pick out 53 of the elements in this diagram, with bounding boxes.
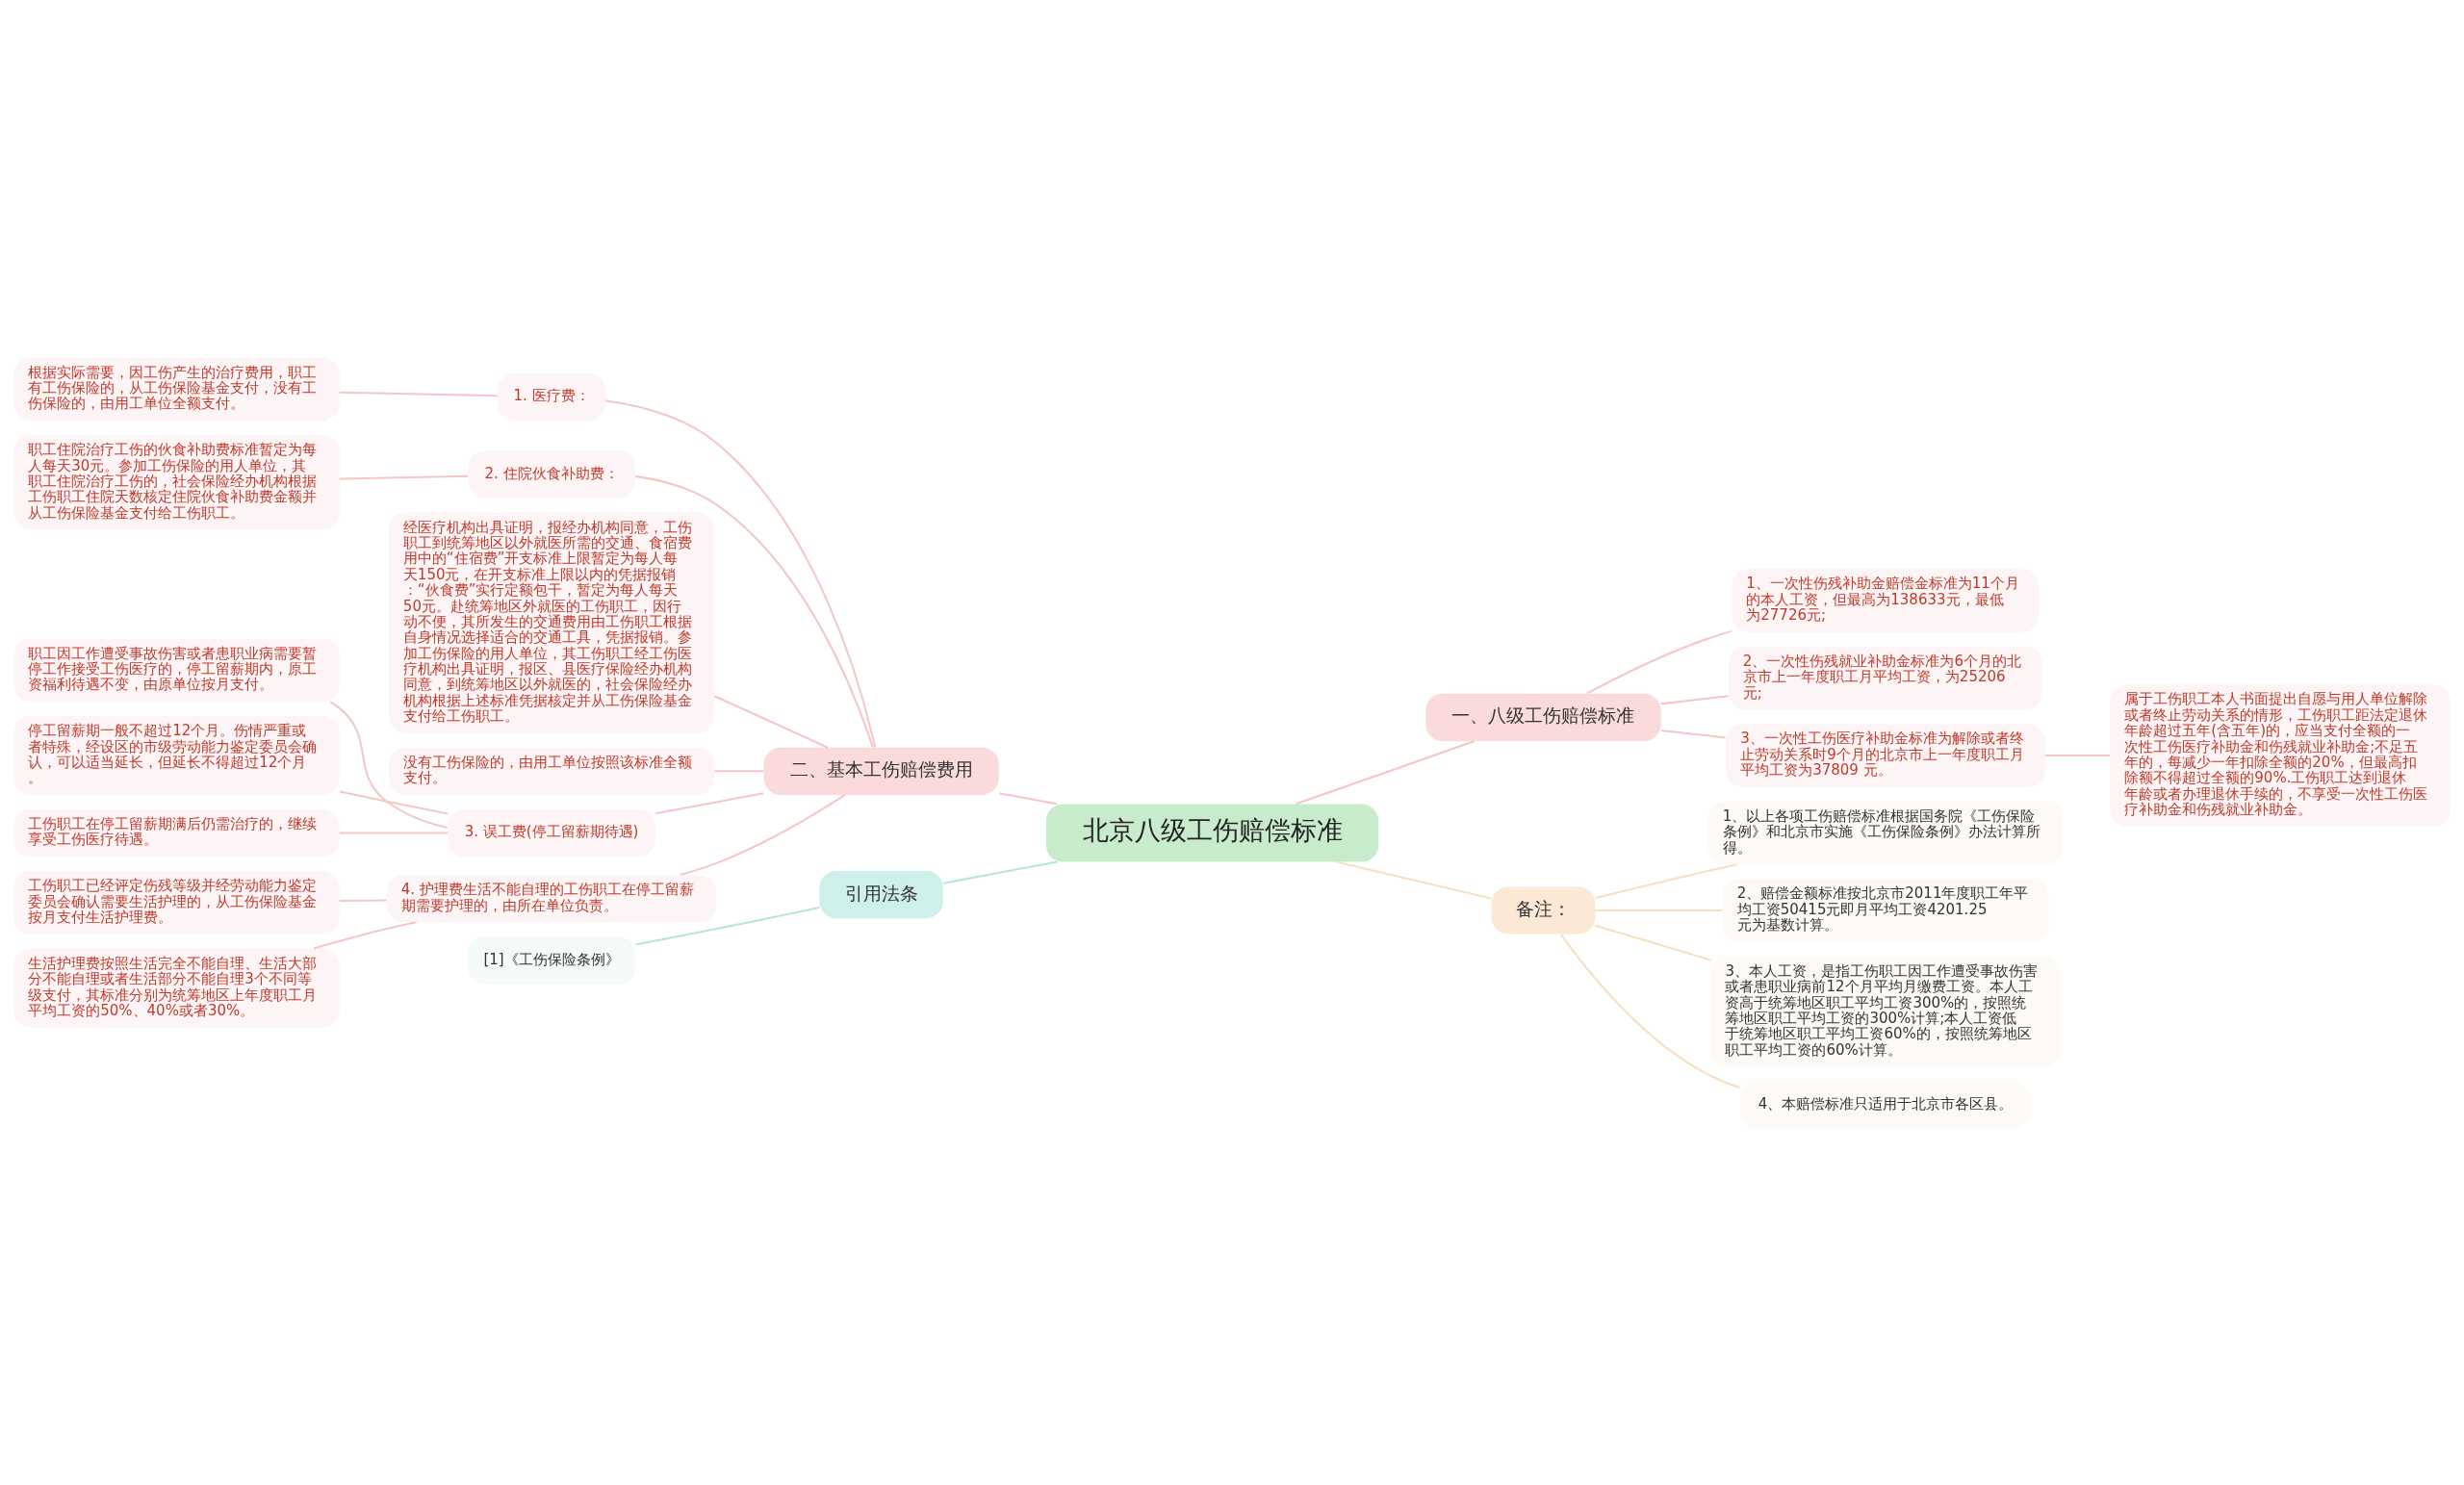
connector bbox=[1336, 860, 1492, 899]
node-box: 工伤职工已经评定伤残等级并经劳动能力鉴定委员会确认需要生活护理的，从工伤保险基金按月支付生活护理费。 bbox=[13, 870, 340, 935]
node-box: 工伤职工在停工留薪期满后仍需治疗的，继续享受工伤医疗待遇。 bbox=[13, 808, 340, 857]
node-box: 经医疗机构出具证明，报经办机构同意，工伤职工到统筹地区以外就医所需的交通、食宿费用中的“住宿费”开支标准上限暂定为每人每天150元，在开支标准上限以内的凭据报销：“伙食费”实行定额包干，暂定为每人每天50元。赴统筹地区外就医的工伤职工，因行动不便，其所发生的交通费用由工伤职工根据自身情况选择适合的交通工具，凭据报销。参加工伤保险的用人单位，其工伤职工经工伤医疗机构出具证明，报区、县医疗保险经办机构同意，到统筹地区以外就医的，社会保险经办机构根据上述标准凭据核定并从工伤保险基金支付给工伤职工。 bbox=[388, 512, 715, 733]
node-box: 北京八级工伤赔偿标准 bbox=[1045, 803, 1379, 861]
node-box: 停工留薪期一般不超过12个月。伤情严重或者特殊，经设区的市级劳动能力鉴定委员会确认，可以适当延长，但延长不得超过12个月。 bbox=[13, 715, 340, 795]
connector bbox=[313, 920, 417, 949]
connector bbox=[1595, 862, 1738, 899]
node-box: 生活护理费按照生活完全不能自理、生活大部分不能自理或者生活部分不能自理3个不同等级支付，其标准分别为统筹地区上年度职工月平均工资的50%、40%或者30%。 bbox=[13, 948, 340, 1027]
connector bbox=[1559, 934, 1741, 1088]
node-box: 二、基本工伤赔偿费用 bbox=[763, 747, 999, 795]
node-box: 4. 护理费生活不能自理的工伤职工在停工留薪期需要护理的，由所在单位负责。 bbox=[386, 874, 717, 922]
connector bbox=[1595, 909, 1723, 911]
connector bbox=[1586, 629, 1732, 695]
node-box: 2. 住院伙食补助费： bbox=[468, 449, 635, 498]
connector bbox=[339, 789, 449, 814]
connector bbox=[999, 791, 1058, 805]
connector bbox=[942, 860, 1058, 884]
connector bbox=[1595, 924, 1711, 960]
connector bbox=[713, 694, 829, 749]
connector bbox=[329, 700, 449, 829]
connector bbox=[2044, 754, 2110, 756]
connector bbox=[680, 793, 846, 876]
node-box: 属于工伤职工本人书面提出自愿与用人单位解除或者终止劳动关系的情形，工伤职工距法定退休年龄超过五年(含五年)的，应当支付全额的一次性工伤医疗补助金和伤残就业补助金;不足五年的，每减少一年扣除全额的20%，但最高扣除额不得超过全额的90%.工伤职工达到退休年龄或者办理退休手续的，不享受一次性工伤医疗补助金和伤残就业补助金。 bbox=[2110, 683, 2451, 827]
connector bbox=[1296, 739, 1476, 805]
connector bbox=[654, 791, 764, 814]
connector bbox=[714, 769, 764, 772]
node-box: 3、一次性工伤医疗补助金标准为解除或者终止劳动关系时9个月的北京市上一年度职工月平均工资为37809 元。 bbox=[1726, 723, 2045, 787]
node-box: 1. 医疗费： bbox=[498, 372, 606, 421]
node-box: 根据实际需要，因工伤产生的治疗费用，职工有工伤保险的，从工伤保险基金支付，没有工伤保险的，由用工单位全额支付。 bbox=[13, 356, 340, 421]
node-box: 备注： bbox=[1491, 885, 1596, 935]
node-box: 职工因工作遭受事故伤害或者患职业病需要暂停工作接受工伤医疗的，停工留薪期内，原工资福利待遇不变，由原单位按月支付。 bbox=[13, 638, 340, 702]
node-box: 一、八级工伤赔偿标准 bbox=[1425, 693, 1661, 741]
connector bbox=[339, 474, 469, 480]
connector bbox=[635, 474, 874, 748]
node-box: 2、一次性伤残就业补助金标准为6个月的北京市上一年度职工月平均工资，为25206 元; bbox=[1728, 646, 2042, 709]
connector bbox=[635, 906, 820, 946]
node-box: 3、本人工资，是指工伤职工因工作遭受事故伤害或者患职业病前12个月平均月缴费工资。本人工资高于统筹地区职工平均工资300%的，按照统筹地区职工平均工资的300%计算;本人工资低于统筹地区职工平均工资60%的，按照统筹地区职工平均工资的60%计算。 bbox=[1710, 956, 2061, 1066]
connector bbox=[1660, 694, 1729, 704]
connector bbox=[339, 899, 387, 902]
connector bbox=[339, 831, 449, 833]
node-box: 没有工伤保险的，由用工单位按照该标准全额支付。 bbox=[388, 747, 715, 795]
node-box: 3. 误工费(停工留薪期待遇) bbox=[448, 808, 655, 857]
connector bbox=[339, 391, 498, 397]
node-box: 1、一次性伤残补助金赔偿金标准为11个月的本人工资，但最高为138633元，最低为27726元; bbox=[1732, 568, 2040, 632]
node-box: 引用法条 bbox=[819, 870, 943, 918]
node-box: 2、赔偿金额标准按北京市2011年度职工年平均工资50415元即月平均工资4201.25元为基数计算。 bbox=[1722, 878, 2049, 942]
connector bbox=[604, 398, 877, 748]
node-box: [1]《工伤保险条例》 bbox=[467, 935, 636, 984]
node-box: 4、本赔偿标准只适用于北京市各区县。 bbox=[1740, 1080, 2031, 1129]
node-box: 1、以上各项工伤赔偿标准根据国务院《工伤保险条例》和北京市实施《工伤保险条例》办法计算所得。 bbox=[1707, 801, 2064, 864]
node-box: 职工住院治疗工伤的伙食补助费标准暂定为每人每天30元。参加工伤保险的用人单位，其职工住院治疗工伤的，社会保险经办机构根据工伤职工住院天数核定住院伙食补助费金额并从工伤保险基金支付给工伤职工。 bbox=[13, 434, 340, 529]
connector bbox=[1660, 729, 1726, 738]
